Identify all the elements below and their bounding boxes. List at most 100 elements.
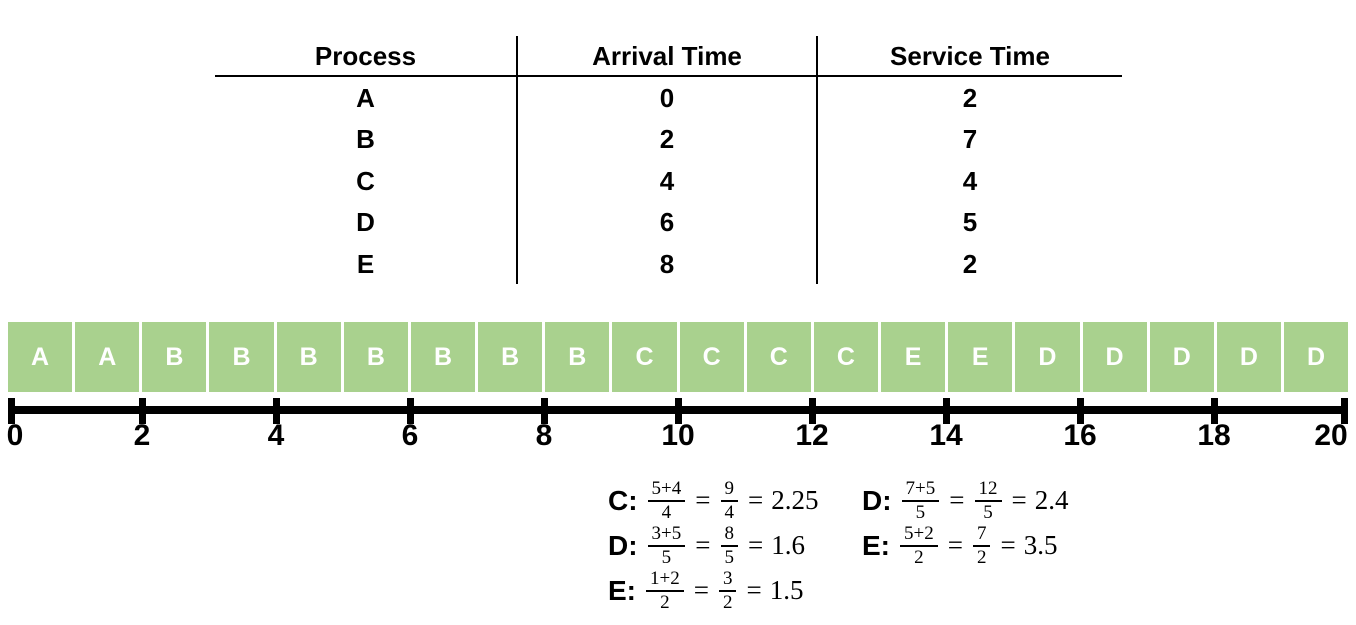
gantt-cell: B bbox=[410, 322, 476, 392]
gantt-cell: E bbox=[948, 322, 1013, 392]
equals-sign: = bbox=[695, 530, 711, 560]
table-cell-process: D bbox=[356, 207, 375, 238]
axis-tick-label: 12 bbox=[795, 419, 829, 452]
fraction-denominator: 4 bbox=[661, 501, 672, 523]
axis-tick-label: 16 bbox=[1063, 419, 1097, 452]
axis-tick bbox=[942, 398, 950, 424]
table-cell-service-time: 4 bbox=[962, 165, 978, 196]
table-cell-process: E bbox=[356, 248, 375, 279]
fraction-numerator: 12 bbox=[974, 478, 1002, 502]
fraction-denominator: 5 bbox=[983, 501, 993, 523]
table-cell-process: B bbox=[356, 124, 375, 155]
fraction-numerator: 5+4 bbox=[647, 478, 686, 502]
formula-result: 3.5 bbox=[1023, 530, 1058, 560]
gantt-cell: B bbox=[142, 322, 207, 392]
table-cell-arrival-time: 0 bbox=[516, 77, 818, 119]
equals-sign: = bbox=[693, 575, 709, 605]
fraction-denominator: 5 bbox=[915, 501, 926, 523]
formula-row: C: 5+4 4 = 9 4 = 2.25 bbox=[608, 478, 818, 523]
axis-tick bbox=[8, 398, 15, 424]
table-header-service-time: Service Time bbox=[818, 36, 1122, 78]
fraction-reduced: 3 2 bbox=[718, 568, 737, 613]
formula-process-label: D: bbox=[608, 529, 638, 561]
axis-tick-label: 18 bbox=[1197, 419, 1231, 452]
axis-tick-label: 4 bbox=[267, 419, 285, 452]
equals-sign: = bbox=[746, 575, 762, 605]
fraction-reduced: 7 2 bbox=[972, 523, 991, 568]
axis-tick-label: 10 bbox=[661, 419, 695, 452]
fraction-denominator: 4 bbox=[724, 501, 735, 523]
equals-sign: = bbox=[1000, 530, 1016, 560]
gantt-cell: C bbox=[679, 322, 744, 392]
axis-tick-label: 20 bbox=[1314, 419, 1348, 452]
fraction-expression: 5+2 2 bbox=[900, 523, 938, 568]
formula-result: 2.25 bbox=[771, 485, 819, 515]
table-cell-service-time: 7 bbox=[962, 124, 978, 155]
fraction-denominator: 5 bbox=[661, 546, 672, 568]
gantt-cell: D bbox=[1149, 322, 1214, 392]
process-table: Process Arrival Time Service Time A 0 2 … bbox=[215, 36, 1122, 285]
gantt-cell: D bbox=[1015, 322, 1080, 392]
equals-sign: = bbox=[947, 530, 963, 560]
formula-row: E: 5+2 2 = 7 2 = 3.5 bbox=[862, 523, 1068, 568]
axis-tick bbox=[1076, 398, 1084, 424]
gantt-chart: A A B B B B B B B C C C C E E D D D D D bbox=[8, 322, 1349, 392]
fraction-expression: 1+2 2 bbox=[646, 568, 684, 613]
equals-sign: = bbox=[748, 530, 764, 560]
table-header-arrival-time: Arrival Time bbox=[516, 36, 818, 78]
gantt-cell: B bbox=[478, 322, 543, 392]
formula-row: D: 3+5 5 = 8 5 = 1.6 bbox=[608, 523, 818, 568]
gantt-cell: B bbox=[343, 322, 408, 392]
equals-sign: = bbox=[695, 485, 711, 515]
gantt-cell: B bbox=[276, 322, 341, 392]
table-cell-service-time: 2 bbox=[962, 248, 978, 279]
fraction-reduced: 12 5 bbox=[974, 478, 1002, 523]
table-cell-process: C bbox=[356, 165, 375, 196]
formula-column-left: C: 5+4 4 = 9 4 = 2.25 D: 3+5 5 = 8 5 bbox=[608, 478, 818, 613]
formula-result: 2.4 bbox=[1034, 485, 1069, 515]
fraction-denominator: 2 bbox=[914, 546, 924, 568]
fraction-denominator: 2 bbox=[722, 591, 733, 613]
gantt-cell: B bbox=[545, 322, 610, 392]
axis-tick bbox=[1341, 398, 1348, 424]
fraction-numerator: 1+2 bbox=[646, 568, 684, 592]
fraction-expression: 5+4 4 bbox=[647, 478, 686, 523]
formula-row: E: 1+2 2 = 3 2 = 1.5 bbox=[608, 568, 818, 613]
axis-tick bbox=[406, 398, 414, 424]
axis-tick-label: 14 bbox=[929, 419, 963, 452]
gantt-cell: D bbox=[1283, 322, 1349, 392]
fraction-numerator: 8 bbox=[720, 523, 738, 547]
fraction-numerator: 3+5 bbox=[647, 523, 686, 547]
axis-tick bbox=[674, 398, 682, 424]
table-cell-arrival-time: 2 bbox=[516, 118, 818, 161]
gantt-cell: A bbox=[75, 322, 140, 392]
gantt-cell: C bbox=[746, 322, 811, 392]
formula-result: 1.5 bbox=[769, 575, 804, 605]
fraction-numerator: 3 bbox=[718, 568, 737, 592]
gantt-cell: C bbox=[813, 322, 879, 392]
axis-tick bbox=[808, 398, 816, 424]
table-cell-arrival-time: 4 bbox=[516, 160, 818, 202]
axis-tick-label: 0 bbox=[6, 419, 24, 452]
fraction-denominator: 5 bbox=[724, 546, 735, 568]
equals-sign: = bbox=[1011, 485, 1027, 515]
fraction-denominator: 2 bbox=[660, 591, 670, 613]
gantt-cell: A bbox=[8, 322, 73, 392]
table-cell-arrival-time: 8 bbox=[516, 242, 818, 285]
gantt-cell: D bbox=[1216, 322, 1281, 392]
fraction-numerator: 7 bbox=[972, 523, 991, 547]
gantt-cell: D bbox=[1082, 322, 1147, 392]
fraction-reduced: 8 5 bbox=[720, 523, 738, 568]
axis-tick bbox=[138, 398, 146, 424]
table-cell-service-time: 5 bbox=[962, 207, 978, 238]
formula-result: 1.6 bbox=[771, 530, 805, 560]
table-header-process: Process bbox=[215, 36, 516, 78]
formula-process-label: C: bbox=[608, 484, 638, 516]
formula-column-right: D: 7+5 5 = 12 5 = 2.4 E: 5+2 2 = 7 2 bbox=[862, 478, 1068, 568]
fraction-reduced: 9 4 bbox=[720, 478, 738, 523]
fraction-expression: 3+5 5 bbox=[647, 523, 686, 568]
formula-row: D: 7+5 5 = 12 5 = 2.4 bbox=[862, 478, 1068, 523]
table-cell-process: A bbox=[356, 83, 375, 114]
gantt-cell: B bbox=[209, 322, 274, 392]
